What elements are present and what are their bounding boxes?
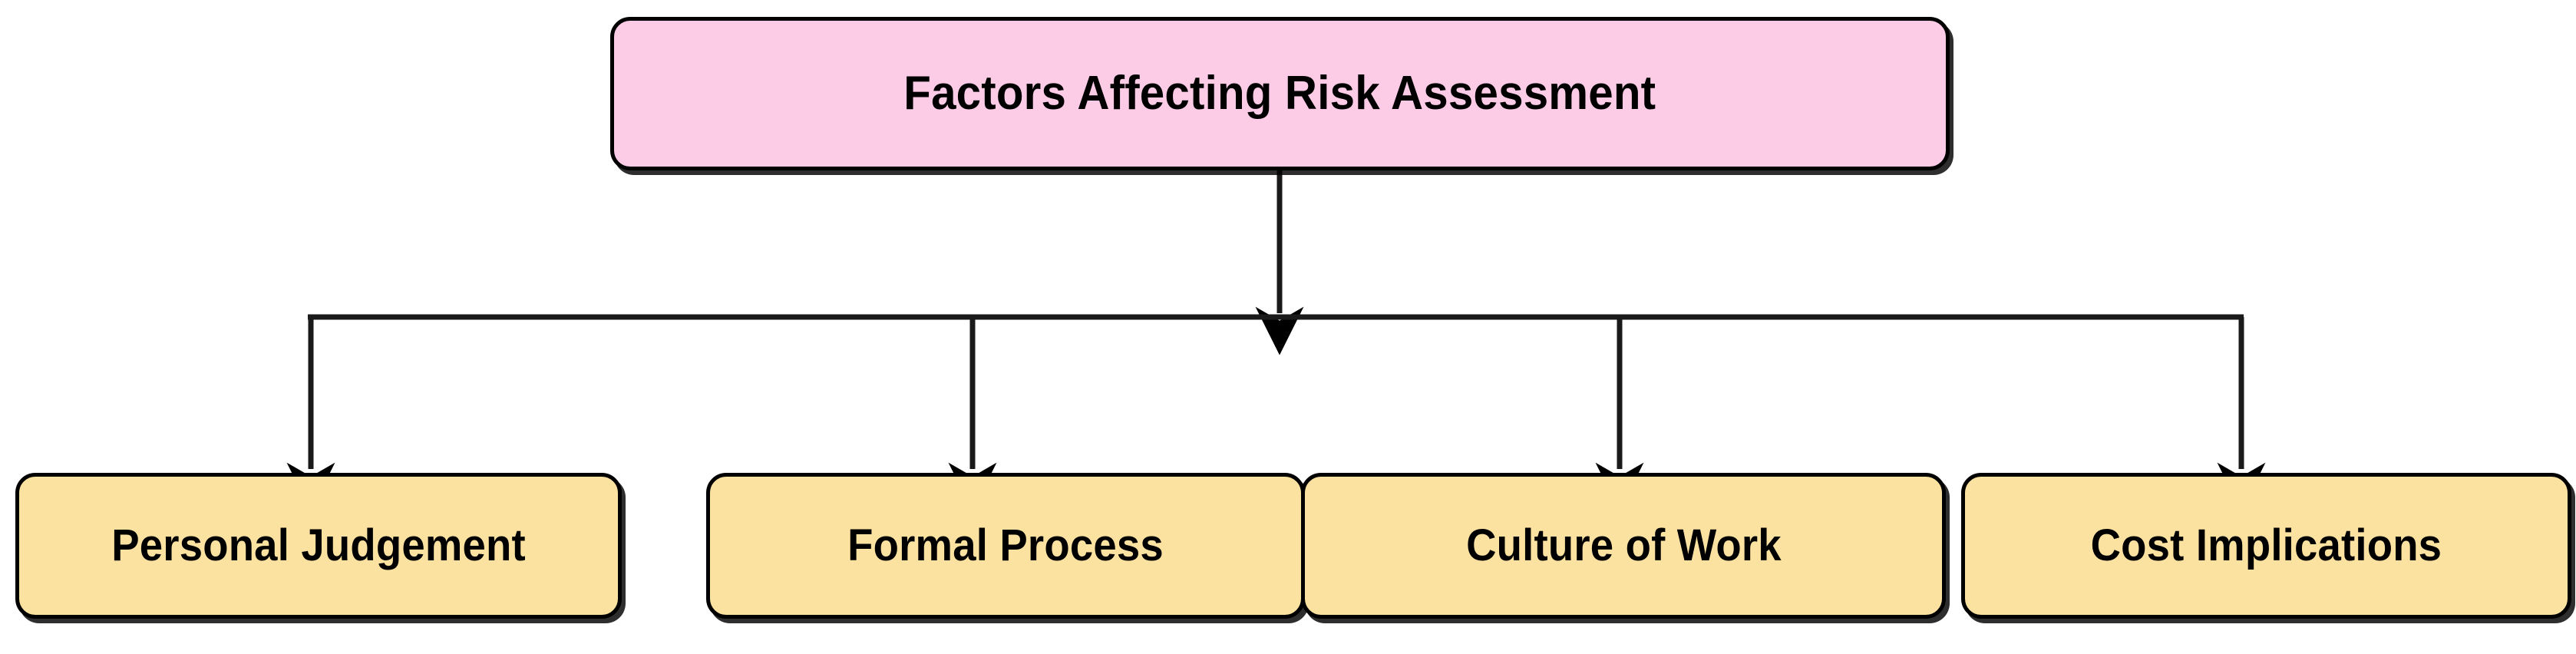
node-cost-implications[interactable]: Cost Implications bbox=[1961, 473, 2571, 619]
node-label-personal-judgement: Personal Judgement bbox=[111, 520, 526, 570]
node-label-root: Factors Affecting Risk Assessment bbox=[903, 67, 1656, 121]
node-personal-judgement[interactable]: Personal Judgement bbox=[15, 473, 622, 619]
node-formal-process[interactable]: Formal Process bbox=[706, 473, 1305, 619]
node-label-culture-of-work: Culture of Work bbox=[1465, 520, 1782, 570]
node-label-formal-process: Formal Process bbox=[847, 520, 1164, 570]
node-culture-of-work[interactable]: Culture of Work bbox=[1301, 473, 1946, 619]
node-factors-affecting-risk-assessment[interactable]: Factors Affecting Risk Assessment bbox=[610, 17, 1950, 170]
node-label-cost-implications: Cost Implications bbox=[2090, 520, 2442, 570]
